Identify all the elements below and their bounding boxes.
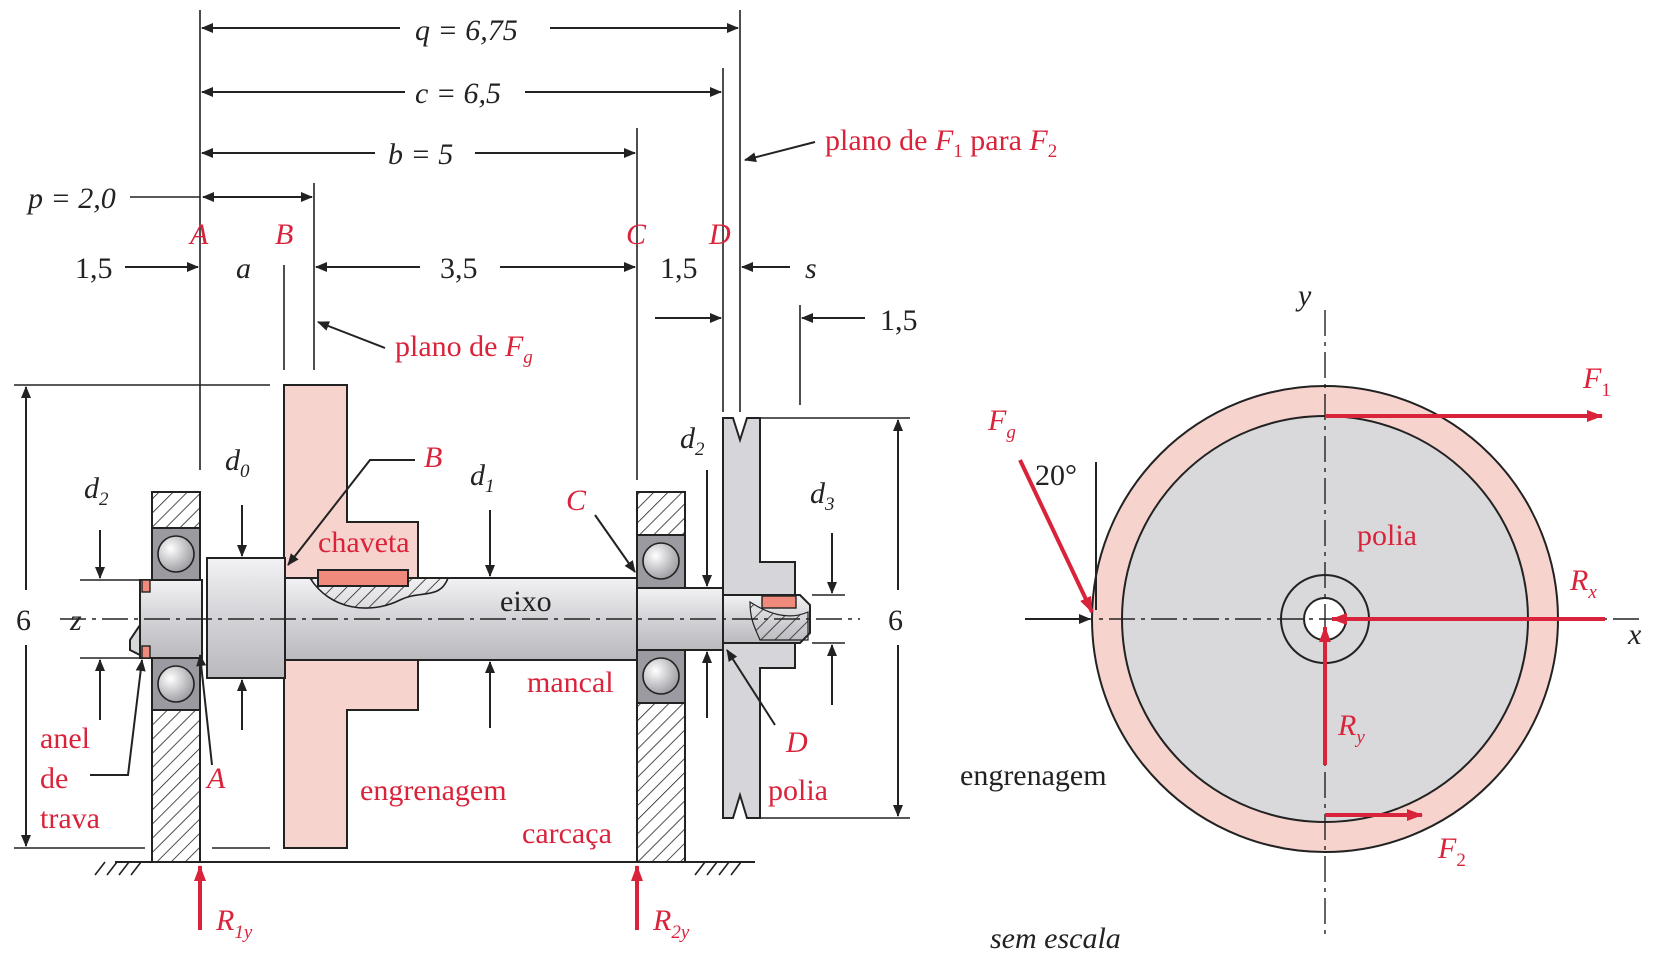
angle-label: 20°	[1035, 459, 1077, 492]
de-label: de	[40, 762, 68, 795]
axis-z: z	[69, 604, 82, 637]
axis-x: x	[1627, 618, 1642, 651]
callout-D: D	[785, 726, 808, 759]
callout-A: A	[205, 762, 226, 795]
d0-label: d0	[225, 444, 250, 482]
svg-text:q = 6,75: q = 6,75	[415, 14, 518, 47]
d3-label: d3	[810, 477, 835, 515]
callout-C: C	[566, 484, 587, 517]
polia-label: polia	[768, 774, 828, 807]
dimension-labels: q = 6,75 c = 6,5 b = 5 p = 2,0 1,5 a 3,5…	[16, 14, 918, 637]
rx-label: Rx	[1569, 564, 1597, 603]
mancal-label: mancal	[527, 666, 614, 699]
d2-left-label: d2	[84, 472, 109, 510]
dim-left-1-5: 1,5	[75, 252, 113, 285]
shaft	[60, 557, 860, 679]
dimension-lines	[14, 10, 910, 849]
chaveta-label: chaveta	[318, 526, 410, 559]
side-view	[1018, 310, 1640, 940]
f2-label: F2	[1437, 832, 1466, 871]
svg-text:p = 2,0: p = 2,0	[26, 182, 116, 215]
dim-b: b = 5	[388, 138, 453, 171]
reaction-forces	[194, 865, 643, 930]
point-B: B	[275, 218, 293, 251]
engrenagem-label: engrenagem	[360, 774, 507, 807]
sem-escala-note: sem escala	[990, 922, 1121, 953]
plane-f1-f2-label: plano de F1 para F2	[825, 124, 1057, 162]
r2y-label: R2y	[652, 904, 690, 943]
d2-right-label: d2	[680, 422, 705, 460]
ry-label: Ry	[1337, 709, 1365, 748]
axis-y: y	[1295, 279, 1312, 312]
carcaca-label: carcaça	[522, 817, 612, 850]
dim-right-1-5: 1,5	[660, 252, 698, 285]
anel-label: anel	[40, 722, 90, 755]
dim-a: a	[236, 252, 251, 285]
svg-text:c = 6,5: c = 6,5	[415, 77, 501, 110]
dim-q: q = 6,75	[415, 14, 518, 47]
point-labels: A B C D plano de F1 para F2 plano de Fg …	[40, 124, 1121, 953]
dim-mid-3-5: 3,5	[440, 252, 478, 285]
callout-B: B	[424, 441, 442, 474]
side-view-labels: y x F1 F2 Fg 20° polia Rx Ry engrenagem	[960, 279, 1642, 871]
eixo-label: eixo	[500, 585, 552, 618]
trava-label: trava	[40, 802, 100, 835]
d1-label: d1	[470, 459, 495, 497]
dim-c: c = 6,5	[415, 77, 501, 110]
dim-s: s	[805, 252, 817, 285]
point-A: A	[188, 218, 209, 251]
diameter-arrows	[80, 470, 845, 730]
side-engrenagem-label: engrenagem	[960, 759, 1107, 792]
f1-label: F1	[1582, 362, 1611, 401]
bearings	[151, 527, 686, 711]
dim-p: p = 2,0	[26, 182, 116, 215]
dim-height-right: 6	[888, 604, 903, 637]
dim-far-1-5: 1,5	[880, 304, 918, 337]
r1y-label: R1y	[215, 904, 253, 943]
svg-text:b = 5: b = 5	[388, 138, 453, 171]
callout-leaders	[90, 459, 776, 776]
point-D: D	[708, 218, 731, 251]
point-C: C	[626, 218, 647, 251]
dim-height-left: 6	[16, 604, 31, 637]
side-polia-label: polia	[1357, 519, 1417, 552]
fg-label: Fg	[987, 404, 1016, 443]
plane-fg-label: plano de Fg	[395, 330, 533, 368]
